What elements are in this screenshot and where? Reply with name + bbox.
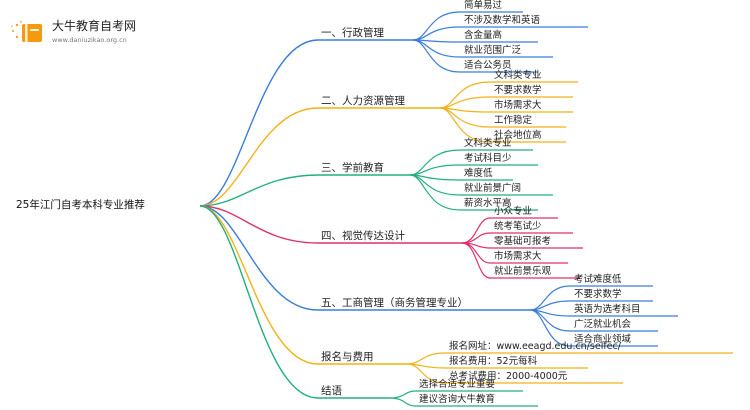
leaf-node: 英语为选考科目 [574,304,641,315]
leaf-link [461,242,491,279]
leaf-link [461,232,491,244]
leaf-link [406,363,446,384]
leaf-node: 市场需求大 [494,251,542,262]
branch-link [199,205,319,399]
leaf-node: 就业前景广阔 [464,183,522,194]
leaf-node: 适合公务员 [464,60,512,71]
leaf-link [439,81,491,109]
leaf-link [529,285,571,311]
leaf-node: 简单易过 [464,0,503,11]
logo-url: www.daniuzikao.org.cn [52,36,127,44]
leaf-node: 零基础可报考 [494,236,552,247]
leaf-link [529,309,571,347]
leaf-node: 广泛就业机会 [574,319,632,330]
leaf-node: 不涉及数学和英语 [464,15,541,26]
root-node: 25年江门自考本科专业推荐 [16,199,145,211]
leaf-node: 就业前景乐观 [494,266,552,277]
branch-link [199,174,319,207]
branch-node: 五、工商管理（商务管理专业） [321,297,468,309]
leaf-node: 市场需求大 [494,100,542,111]
leaf-node: 含金量高 [464,30,503,41]
leaf-node: 考试科目少 [464,153,512,164]
leaf-link [389,397,416,407]
leaf-node: 不要求数学 [574,289,622,300]
leaf-link [439,107,491,143]
leaf-node: 就业范围广泛 [464,45,522,56]
branch-node: 一、行政管理 [321,27,384,39]
leaf-link [529,309,571,332]
leaf-node: 工作稳定 [494,115,533,126]
branch-node: 二、人力资源管理 [321,95,405,107]
logo-title: 大牛教育自考网 [52,19,137,33]
branch-link [199,205,319,365]
leaf-node: 薪资水平高 [464,198,512,209]
leaf-link [439,96,491,109]
leaf-link [412,26,461,41]
leaf-node: 适合商业领域 [574,334,632,345]
leaf-node: 选择合适专业重要 [419,379,496,390]
branch-node: 四、视觉传达设计 [321,230,405,242]
branch-link [199,107,319,207]
leaf-link [409,164,461,176]
branch-node: 结语 [321,385,342,397]
branch-link [199,205,319,244]
branch-node: 报名与费用 [321,351,374,363]
leaf-node: 总考试费用：2000-4000元 [449,371,568,382]
leaf-link [406,352,446,365]
leaf-node: 建议咨询大牛教育 [419,394,496,405]
leaf-link [409,149,461,176]
branch-link [199,205,319,311]
leaf-link [389,390,416,399]
leaf-node: 不要求数学 [494,85,542,96]
branch-link [199,39,319,207]
leaf-node: 文科类专业 [494,70,542,81]
leaf-link [461,217,491,244]
leaf-node: 难度低 [464,168,493,179]
leaf-link [409,174,461,211]
branch-node: 三、学前教育 [321,162,384,174]
leaf-link [412,39,461,73]
leaf-link [412,11,461,41]
leaf-node: 文科类专业 [464,138,512,149]
book-logo-icon [11,21,42,42]
leaf-node: 考试难度低 [574,274,622,285]
leaf-node: 报名网址：www.eeagd.edu.cn/selfec/ [449,341,621,352]
leaf-node: 统考笔试少 [494,221,542,232]
leaf-node: 社会地位高 [494,130,542,141]
leaf-node: 小众专业 [494,206,533,217]
leaf-node: 报名费用：52元每科 [449,356,538,367]
